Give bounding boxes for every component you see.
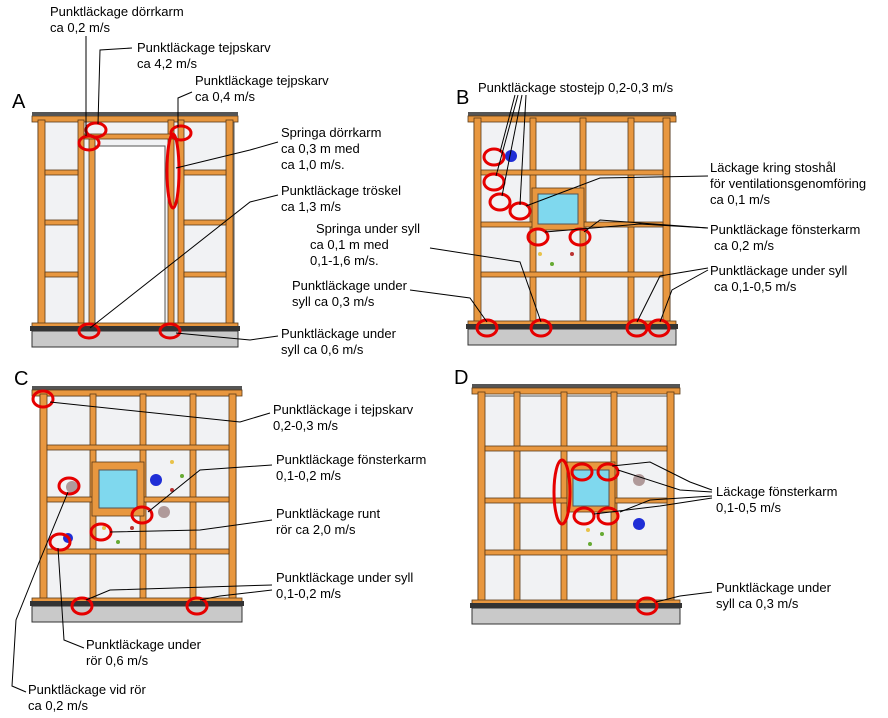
panel-d-leak-markers xyxy=(552,458,659,616)
leak-marker xyxy=(70,596,94,616)
leak-marker xyxy=(77,322,101,340)
panel-b-leak-markers xyxy=(475,147,671,338)
leak-marker xyxy=(625,318,649,338)
panel-b-leaders xyxy=(409,94,709,323)
leak-marker xyxy=(31,389,55,409)
leak-marker xyxy=(529,318,553,338)
leak-marker xyxy=(169,124,193,142)
leak-marker xyxy=(647,318,671,338)
panel-c-letter: C xyxy=(14,368,28,390)
pipe xyxy=(158,506,170,518)
panel-b: B xyxy=(292,80,866,346)
panel-b-wall xyxy=(466,112,678,346)
door xyxy=(94,145,166,327)
leak-marker xyxy=(570,462,594,482)
panel-d: D xyxy=(454,367,837,625)
pipe xyxy=(633,474,645,486)
panel-d-leaders xyxy=(593,461,713,603)
leak-marker xyxy=(475,318,499,338)
leak-marker xyxy=(57,476,81,496)
panel-a-letter: A xyxy=(12,91,26,113)
panel-c-leaders xyxy=(11,401,273,693)
panel-c: C xyxy=(11,368,426,713)
panel-a-leaders xyxy=(85,36,279,341)
leak-marker-slit xyxy=(165,132,181,210)
pipe xyxy=(150,474,162,486)
panel-d-letter: D xyxy=(454,367,468,389)
leak-marker xyxy=(185,596,209,616)
leak-marker xyxy=(596,506,620,526)
leak-marker xyxy=(526,227,550,247)
label-b-1: Punktläckage stostejp 0,2-0,3 m/s xyxy=(478,80,674,95)
pipe xyxy=(66,481,78,493)
leak-marker xyxy=(158,322,182,340)
window xyxy=(537,193,579,225)
leak-marker xyxy=(482,147,506,167)
panel-c-wall xyxy=(30,386,244,623)
leak-marker xyxy=(488,192,512,212)
panel-a-leak-markers xyxy=(77,121,193,340)
pipe xyxy=(505,150,517,162)
leak-marker xyxy=(596,462,620,482)
panel-a-wall xyxy=(30,112,240,348)
panel-b-letter: B xyxy=(456,87,469,109)
panel-d-wall xyxy=(470,384,682,625)
panel-a: A xyxy=(12,4,401,357)
leak-marker xyxy=(482,172,506,192)
leak-marker xyxy=(130,505,154,525)
pipe xyxy=(633,518,645,530)
leak-marker-slit xyxy=(552,458,572,526)
window xyxy=(98,469,138,509)
leak-marker xyxy=(48,532,72,552)
leak-marker xyxy=(635,596,659,616)
leak-marker xyxy=(572,506,596,526)
